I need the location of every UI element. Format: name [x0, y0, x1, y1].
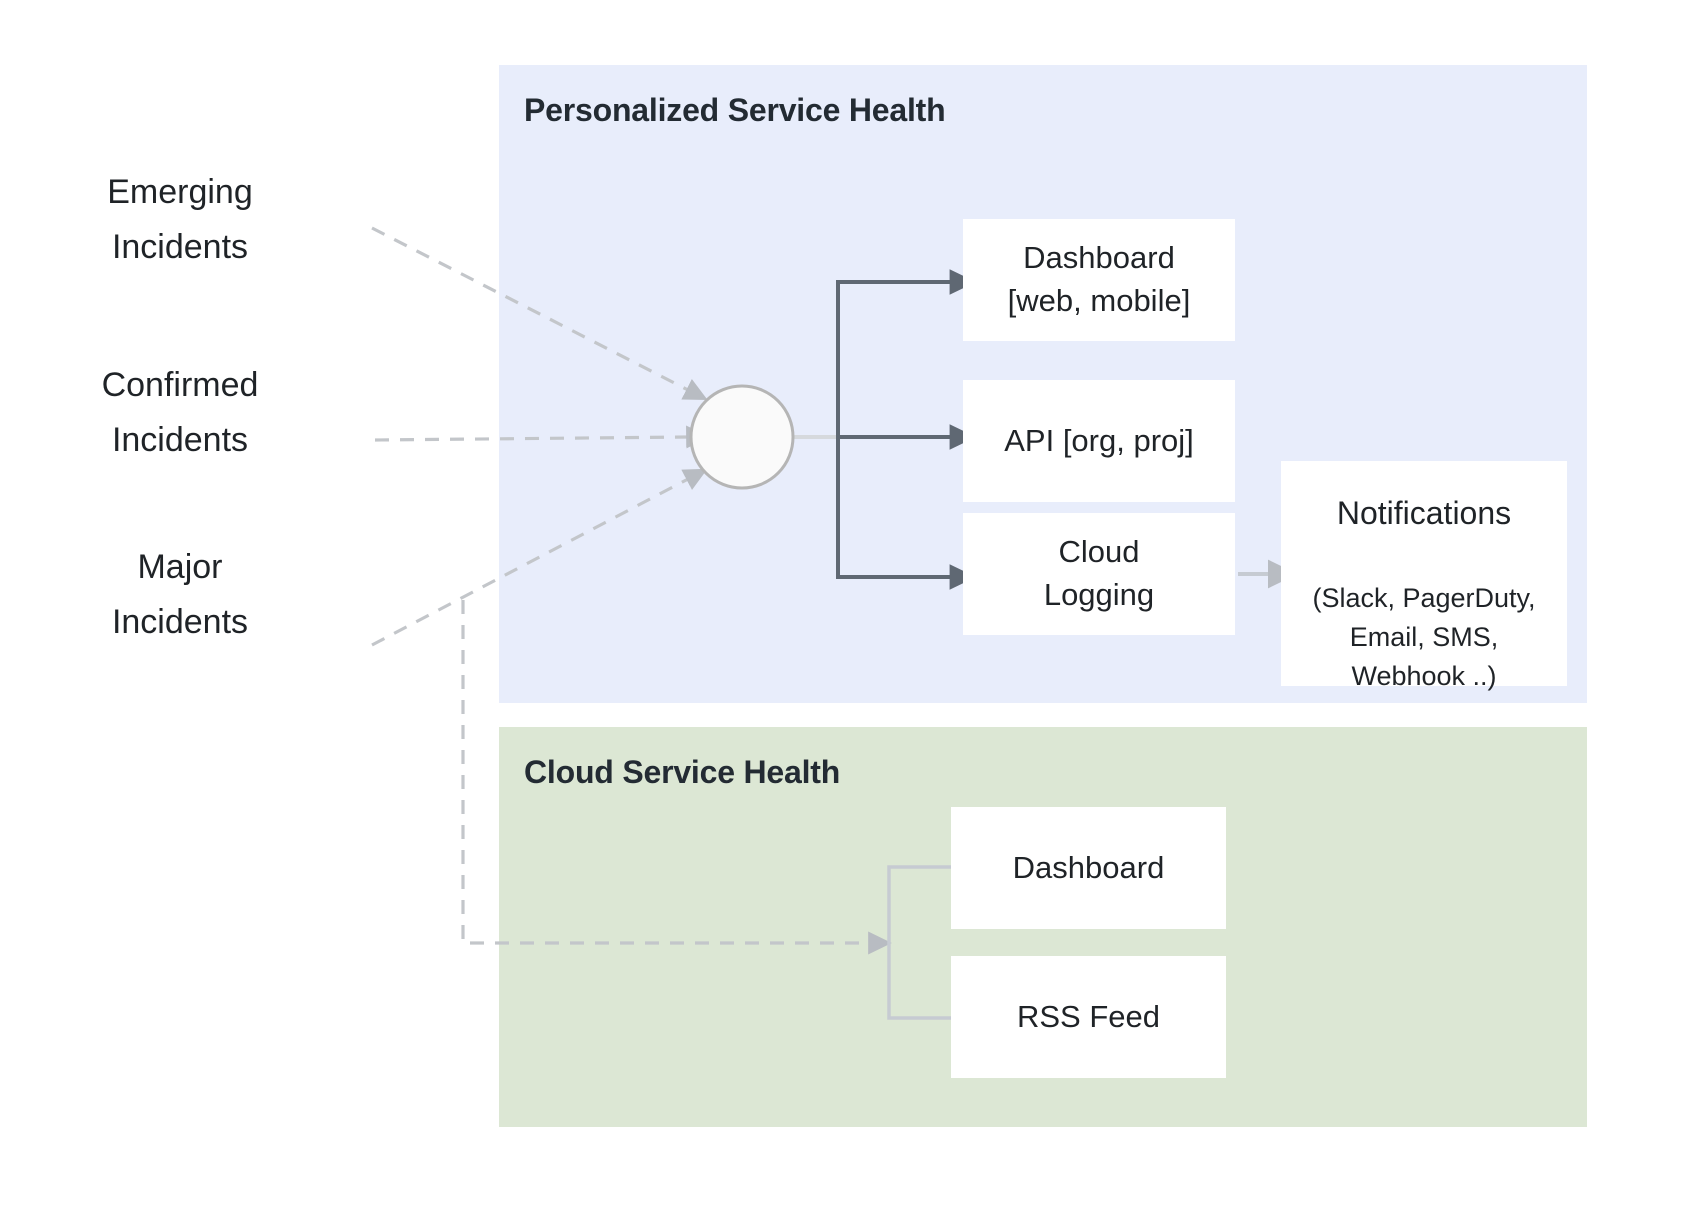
source-label-major-incidents: Major Incidents — [111, 548, 249, 642]
source-label-confirmed-incidents: Confirmed Incidents — [101, 366, 259, 460]
panel-title-cloud: Cloud Service Health — [524, 754, 841, 790]
notifications-detail: (Slack, PagerDuty, Email, SMS, Webhook .… — [1312, 583, 1536, 692]
node-cloud-service-dashboard: Dashboard — [951, 807, 1226, 929]
node-cloud-logging: Cloud Logging — [963, 513, 1235, 635]
panel-title-personalized: Personalized Service Health — [524, 92, 946, 128]
node-api-org-proj: API [org, proj] — [963, 380, 1235, 502]
node-rss-feed: RSS Feed — [951, 956, 1226, 1078]
notifications-title: Notifications — [1336, 494, 1512, 531]
source-label-emerging-incidents: Emerging Incidents — [107, 173, 253, 267]
node-dashboard-web-mobile: Dashboard [web, mobile] — [963, 219, 1235, 341]
node-notifications: Notifications (Slack, PagerDuty, Email, … — [1281, 461, 1567, 691]
